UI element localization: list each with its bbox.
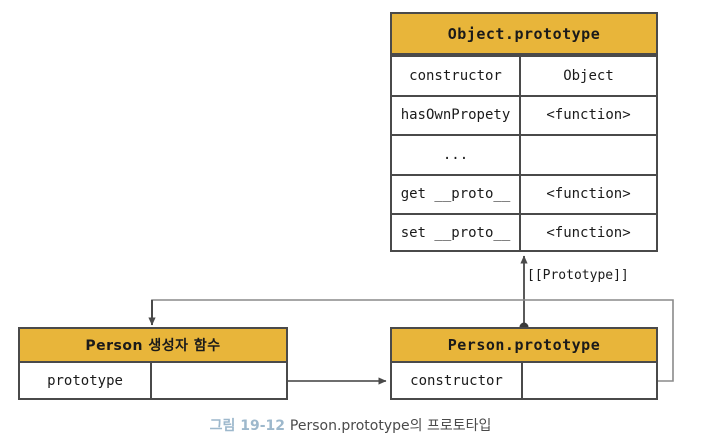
person-prototype-key-0: constructor [392, 363, 523, 398]
object-prototype-key-1: hasOwnPropety [392, 96, 521, 134]
object-prototype-value-2 [521, 136, 656, 174]
person-constructor-title: Person 생성자 함수 [20, 329, 286, 363]
object-prototype-value-1: <function> [546, 107, 631, 124]
person-constructor-key-0: prototype [20, 363, 152, 398]
prototype-link-label: [[Prototype]] [527, 268, 629, 283]
object-prototype-key-3: get __proto__ [392, 175, 521, 213]
object-prototype-value-0: Object [563, 67, 614, 84]
figure-caption: 그림 19-12 Person.prototype의 프로토타입 [0, 415, 701, 435]
table-row: constructor Object [392, 55, 656, 95]
table-row: set __proto__ <function> [392, 213, 656, 251]
person-constructor-function-box: Person 생성자 함수 prototype [18, 327, 288, 400]
table-row: constructor [392, 363, 656, 398]
table-row: ... [392, 134, 656, 174]
person-prototype-value-0 [523, 363, 656, 398]
object-prototype-key-2: ... [392, 136, 521, 174]
object-prototype-value-3: <function> [546, 186, 631, 203]
object-prototype-value-4: <function> [546, 225, 631, 241]
object-prototype-table: Object.prototype constructor Object hasO… [390, 12, 658, 252]
person-prototype-title: Person.prototype [392, 329, 656, 363]
object-prototype-title: Object.prototype [392, 14, 656, 55]
person-prototype-box: Person.prototype constructor [390, 327, 658, 400]
table-row: get __proto__ <function> [392, 173, 656, 213]
table-row: prototype [20, 363, 286, 398]
figure-caption-text: Person.prototype의 프로토타입 [289, 418, 492, 434]
object-prototype-key-0: constructor [392, 57, 521, 95]
figure-caption-number: 그림 19-12 [209, 418, 290, 434]
person-constructor-value-0 [152, 363, 286, 398]
table-row: hasOwnPropety <function> [392, 94, 656, 134]
object-prototype-key-4: set __proto__ [392, 215, 521, 251]
